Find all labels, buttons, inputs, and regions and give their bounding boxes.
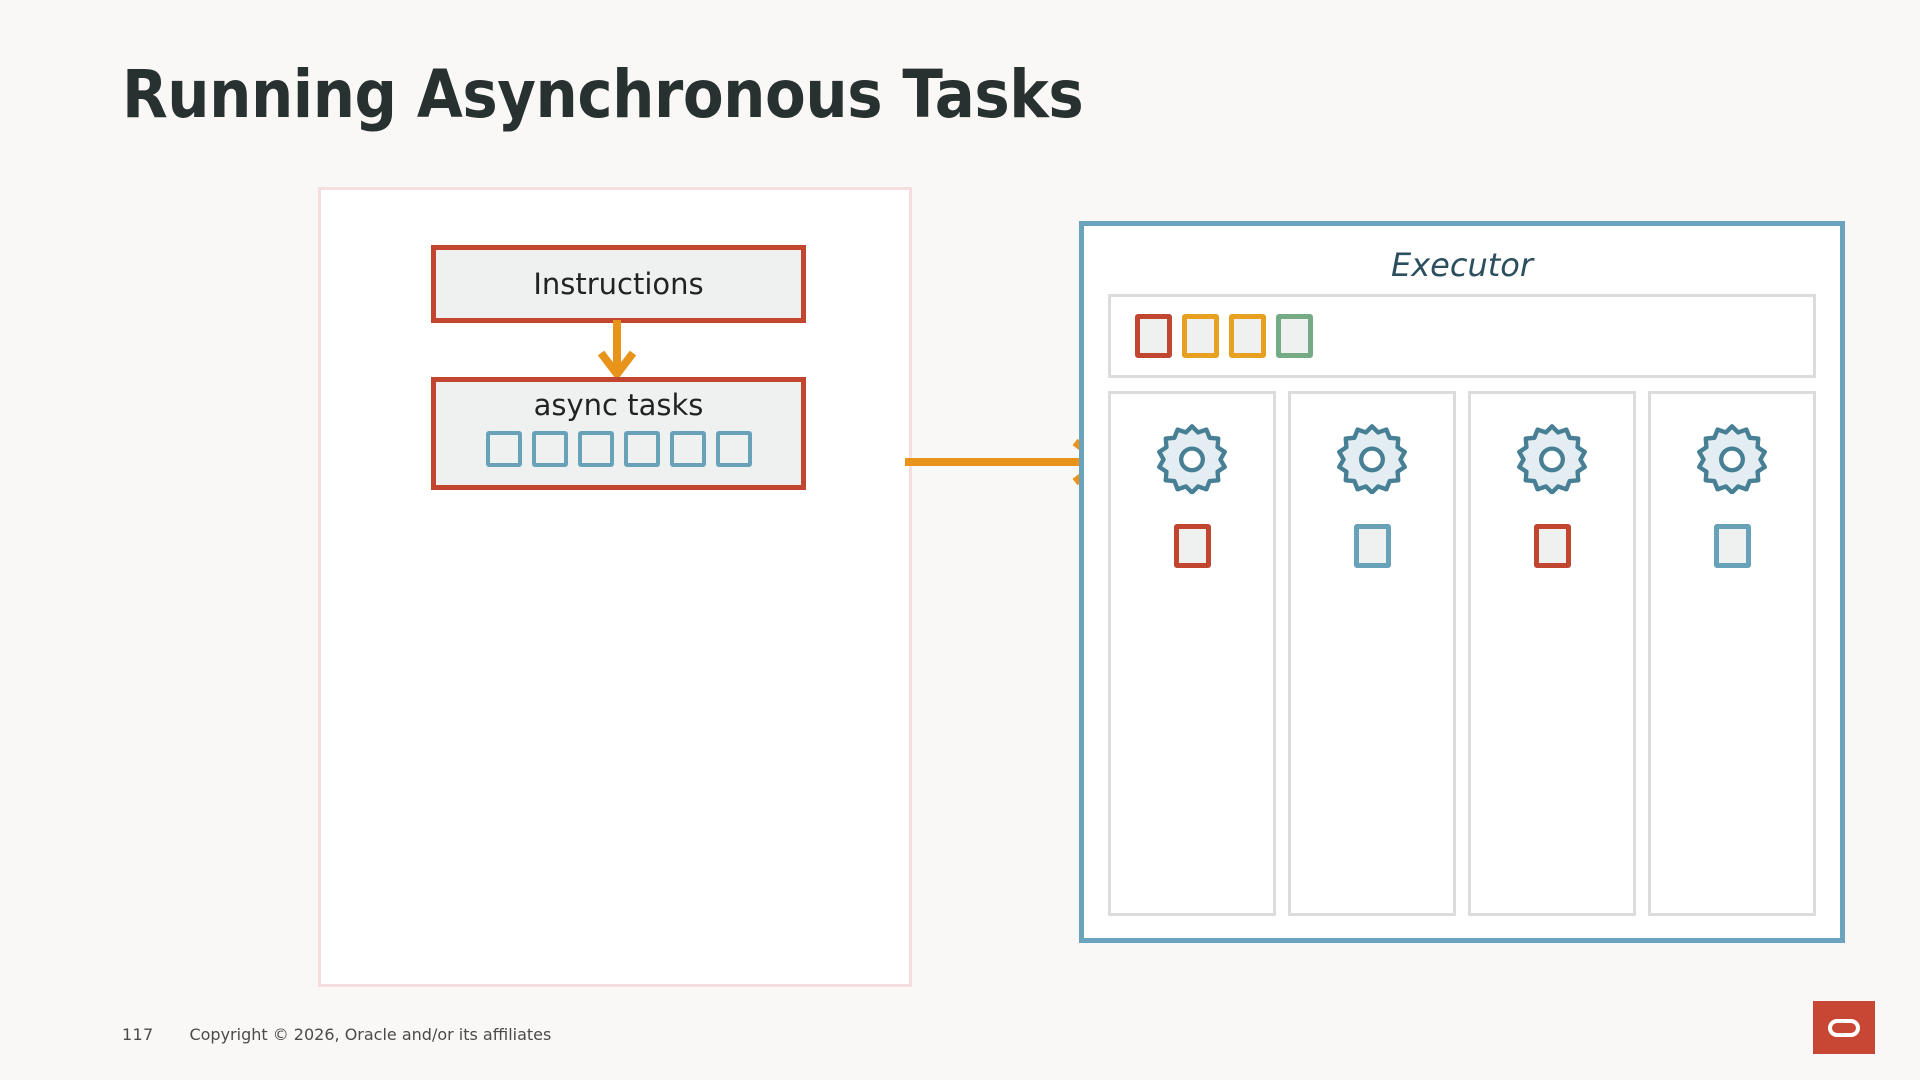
executor-panel: Executor — [1079, 221, 1845, 943]
page-title: Running Asynchronous Tasks — [122, 56, 1084, 133]
async-task-square — [669, 431, 706, 467]
async-task-square — [623, 431, 660, 467]
gear-icon — [1156, 422, 1228, 495]
async-tasks-label: async tasks — [533, 388, 704, 422]
async-task-square — [485, 431, 522, 467]
worker-task-square — [1173, 524, 1211, 568]
gear-icon — [1336, 422, 1408, 495]
copyright-text: Copyright © 2026, Oracle and/or its affi… — [189, 1025, 552, 1044]
worker-column — [1468, 391, 1636, 916]
worker-column — [1288, 391, 1456, 916]
worker-task-square — [1533, 524, 1571, 568]
async-task-square — [531, 431, 568, 467]
footer: 117 Copyright © 2026, Oracle and/or its … — [122, 1025, 551, 1044]
gear-icon — [1516, 422, 1588, 495]
gear-icon — [1696, 422, 1768, 495]
oracle-logo — [1813, 1001, 1875, 1054]
producer-panel: Instructions async tasks — [318, 187, 912, 987]
worker-task-square — [1353, 524, 1391, 568]
oracle-o-icon — [1828, 1018, 1860, 1037]
page-number: 117 — [122, 1025, 154, 1044]
worker-column — [1648, 391, 1816, 916]
worker-column — [1108, 391, 1276, 916]
queue-item-square — [1229, 314, 1266, 358]
queue-item-square — [1182, 314, 1219, 358]
executor-worker-list — [1108, 391, 1816, 916]
async-task-square — [577, 431, 614, 467]
arrow-async-to-executor — [905, 438, 1105, 486]
executor-title: Executor — [1391, 246, 1533, 284]
async-task-square — [715, 431, 752, 467]
queue-item-square — [1276, 314, 1313, 358]
async-task-list — [485, 431, 752, 467]
instructions-box: Instructions — [431, 245, 806, 323]
queue-item-square — [1135, 314, 1172, 358]
async-tasks-box: async tasks — [431, 377, 806, 490]
executor-queue — [1108, 294, 1816, 378]
worker-task-square — [1713, 524, 1751, 568]
arrow-instructions-to-async — [597, 320, 637, 380]
instructions-label: Instructions — [533, 267, 704, 301]
